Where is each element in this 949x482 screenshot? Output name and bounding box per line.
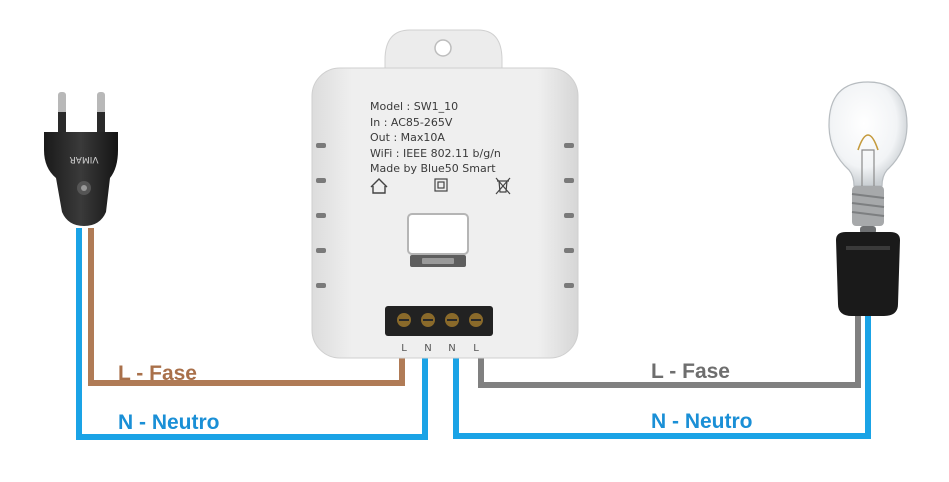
device-wifi: WiFi : IEEE 802.11 b/g/n — [370, 146, 501, 160]
pairing-button[interactable] — [407, 213, 469, 255]
device-spec-label: Model : SW1_10 In : AC85-265V Out : Max1… — [370, 99, 501, 177]
terminal-label-4: L — [473, 343, 479, 354]
device-model: Model : SW1_10 — [370, 100, 459, 113]
plug-icon: VIMAR — [44, 92, 118, 226]
right-phase-label: L - Fase — [651, 360, 730, 383]
device-input: In : AC85-265V — [370, 115, 453, 129]
wire-left-neutral — [76, 228, 428, 440]
terminal-label-1: L — [401, 343, 407, 354]
wire-left-phase — [88, 228, 405, 386]
light-bulb-icon — [828, 81, 908, 234]
wire-right-neutral — [453, 316, 871, 439]
left-neutral-label: N - Neutro — [118, 411, 220, 434]
weee-bin-icon — [495, 177, 511, 195]
wires — [76, 228, 871, 440]
lamp-socket-icon — [836, 232, 900, 316]
wire-right-phase — [478, 316, 861, 388]
device-maker: Made by Blue50 Smart — [370, 162, 496, 175]
smart-switch-module-icon: L N N L — [311, 29, 579, 359]
plug-brand: VIMAR — [70, 154, 99, 164]
double-insulation-icon — [434, 178, 448, 192]
terminal-block — [385, 306, 493, 336]
right-neutral-label: N - Neutro — [651, 410, 753, 433]
terminal-label-2: N — [424, 343, 431, 354]
home-icon — [370, 178, 388, 194]
left-phase-label: L - Fase — [118, 362, 197, 385]
terminal-label-3: N — [448, 343, 455, 354]
device-output: Out : Max10A — [370, 131, 445, 144]
